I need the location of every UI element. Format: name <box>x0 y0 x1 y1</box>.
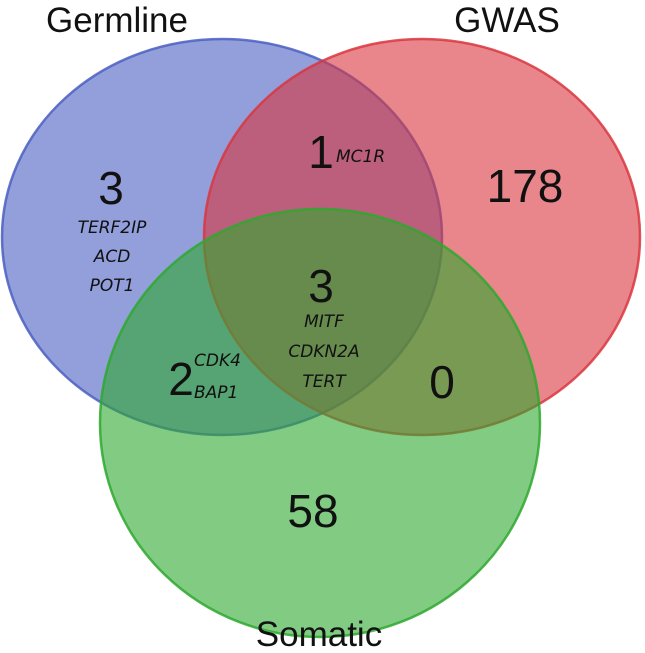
germline-only-count: 3 <box>98 162 124 214</box>
somatic-circle <box>98 207 542 639</box>
germline-only-gene: TERF2IP <box>78 218 148 238</box>
somatic-only-count: 58 <box>287 485 338 537</box>
germline-somatic-gene: BAP1 <box>194 383 238 403</box>
germline-only-gene: ACD <box>93 247 131 267</box>
gwas-label: GWAS <box>454 1 560 40</box>
germline-label: Germline <box>46 1 188 40</box>
all-three-gene: CDKN2A <box>288 342 359 362</box>
gwas-somatic-count: 0 <box>429 356 455 408</box>
somatic-label: Somatic <box>256 615 382 653</box>
all-three-count: 3 <box>308 260 334 312</box>
germline-only-gene: POT1 <box>90 276 135 296</box>
germline-somatic-count: 2 <box>168 353 194 405</box>
germline-somatic-gene: CDK4 <box>194 351 241 371</box>
all-three-gene: TERT <box>302 372 347 392</box>
germline-gwas-gene: MC1R <box>336 147 385 167</box>
gwas-only-count: 178 <box>487 160 564 212</box>
all-three-gene: MITF <box>304 312 344 332</box>
germline-gwas-count: 1 <box>308 126 334 178</box>
